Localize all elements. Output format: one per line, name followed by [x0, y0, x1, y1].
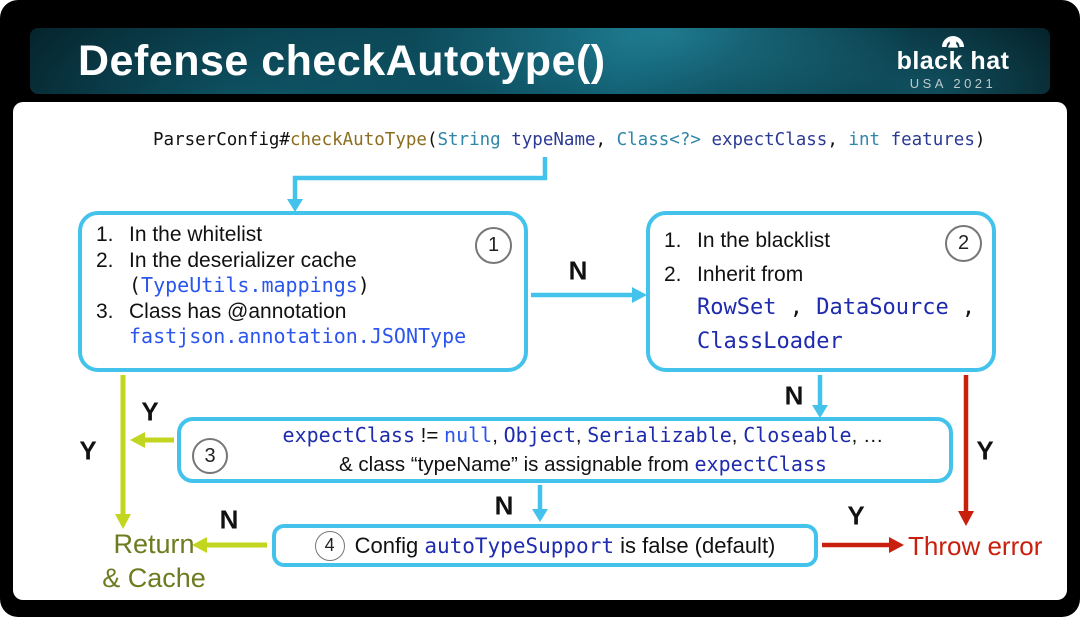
logo-subtext: USA 2021	[909, 76, 997, 91]
branch-label-no-4: N	[219, 504, 239, 535]
code-signature: ParserConfig#checkAutoType(String typeNa…	[153, 130, 985, 150]
list-item-code: ClassLoader	[697, 328, 843, 354]
flowchart-box-expectclass: 3 expectClass != null, Object, Serializa…	[177, 417, 953, 483]
throw-error-label: Throw error	[908, 531, 1043, 561]
branch-label-no-3: N	[494, 490, 514, 521]
code-token: Class<?>	[616, 130, 701, 150]
list-item-code: RowSet , DataSource ,	[697, 295, 976, 320]
expectclass-condition-line2: & class “typeName” is assignable from ex…	[339, 452, 827, 476]
code-token: ParserConfig#	[153, 130, 290, 150]
blackhat-logo: black hat USA 2021	[878, 31, 1028, 90]
code-token: ,	[595, 130, 617, 150]
code-token: ,	[827, 130, 849, 150]
list-item: 1.In the whitelist	[96, 223, 263, 246]
hat-icon	[942, 36, 964, 48]
code-token: typeName	[500, 130, 596, 150]
code-token: int	[848, 130, 881, 150]
flowchart-box-whitelist: 1 1.In the whitelist 2.In the deserializ…	[78, 211, 528, 372]
step-badge-4: 4	[314, 530, 345, 561]
code-token: expectClass	[700, 130, 828, 150]
list-item: 2.Inherit from	[664, 262, 804, 286]
code-token: (	[426, 130, 438, 150]
return-cache-label: Return & Cache	[102, 529, 206, 593]
code-token: checkAutoType	[289, 130, 427, 150]
branch-label-yes-4: Y	[847, 500, 865, 531]
list-item-code: (TypeUtils.mappings)	[129, 273, 370, 297]
step-badge-1: 1	[475, 227, 512, 264]
list-item-code: fastjson.annotation.JSONType	[129, 324, 467, 348]
flowchart-box-autotypesupport: 4 Config autoTypeSupport is false (defau…	[272, 524, 818, 567]
branch-label-no-1: N	[568, 255, 588, 286]
code-token: features	[880, 130, 975, 150]
code-token: )	[974, 130, 986, 150]
code-token: String	[437, 130, 501, 150]
expectclass-condition-line1: expectClass != null, Object, Serializabl…	[282, 423, 884, 447]
list-item: 2.In the deserializer cache	[96, 248, 357, 272]
branch-label-no-2: N	[784, 380, 804, 411]
flowchart-box-blacklist: 2 1.In the blacklist 2.Inherit from RowS…	[646, 211, 996, 372]
logo-text: black hat	[896, 47, 1010, 75]
list-item: 1.In the blacklist	[664, 229, 831, 252]
page-title: Defense checkAutotype()	[78, 36, 606, 85]
list-item: 3.Class has @annotation	[96, 299, 347, 323]
step-badge-3: 3	[192, 438, 228, 474]
step-badge-2: 2	[945, 225, 982, 262]
branch-label-yes-1: Y	[141, 396, 159, 427]
branch-label-yes-2: Y	[79, 435, 97, 466]
branch-label-yes-3: Y	[976, 435, 994, 466]
autotypesupport-text: Config autoTypeSupport is false (default…	[354, 532, 776, 558]
header-band: Defense checkAutotype() black hat USA 20…	[30, 28, 1050, 94]
